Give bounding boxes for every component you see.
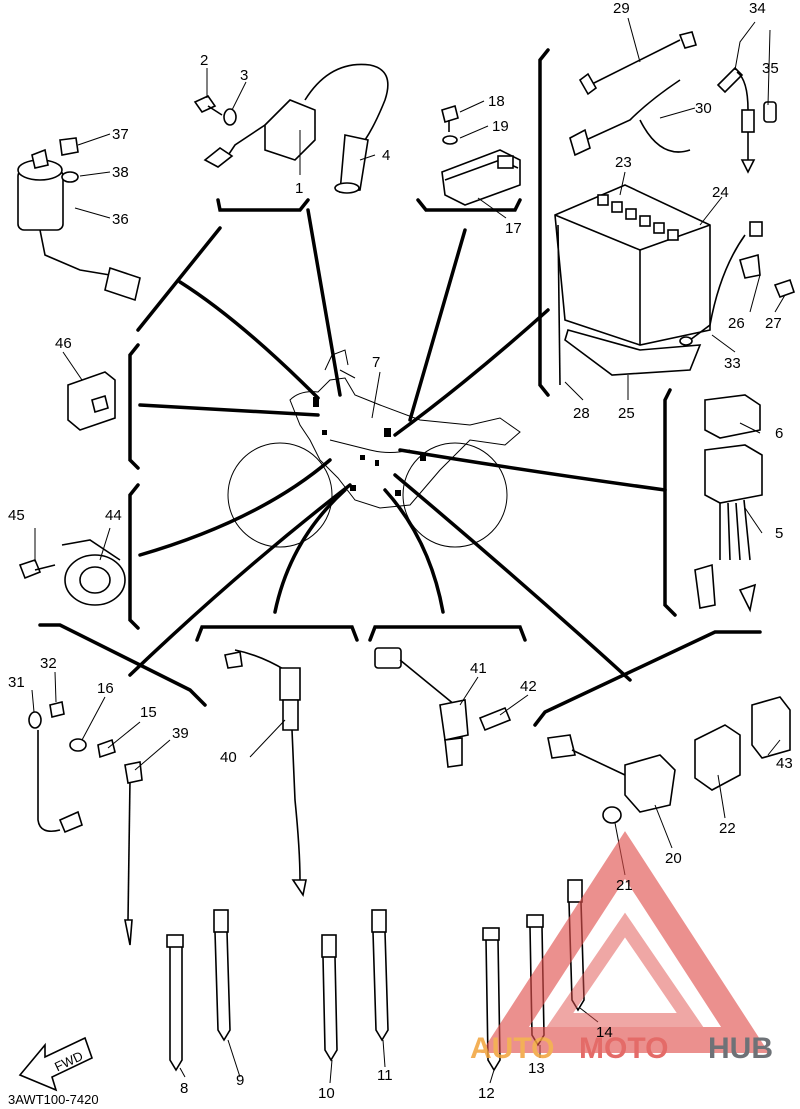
- leader-lines: [128, 208, 667, 682]
- part-label-45: 45: [8, 507, 25, 524]
- watermark-text-moto: MOTO: [579, 1032, 668, 1065]
- part-label-2: 2: [200, 52, 208, 69]
- part-label-31: 31: [8, 674, 25, 691]
- part-label-36: 36: [112, 211, 129, 228]
- part-label-25: 25: [618, 405, 635, 422]
- bolt-2: [193, 94, 223, 116]
- part-label-5: 5: [775, 525, 783, 542]
- diagram-code: 3AWT100-7420: [8, 1092, 99, 1107]
- part-label-22: 22: [719, 820, 736, 837]
- part-label-13: 13: [528, 1060, 545, 1077]
- part-label-14: 14: [596, 1024, 613, 1041]
- switch-40: [224, 649, 307, 898]
- group-frames: [38, 48, 762, 727]
- part-label-12: 12: [478, 1085, 495, 1102]
- part-label-6: 6: [775, 425, 783, 442]
- rectifier-5: [694, 394, 763, 613]
- part-label-28: 28: [573, 405, 590, 422]
- part-label-20: 20: [665, 850, 682, 867]
- relay-46: [67, 371, 116, 431]
- part-label-27: 27: [765, 315, 782, 332]
- part-label-17: 17: [505, 220, 522, 237]
- part-label-41: 41: [470, 660, 487, 677]
- sensor-group-left: [28, 701, 143, 946]
- part-label-30: 30: [695, 100, 712, 117]
- ignition-coil: [203, 63, 389, 194]
- part-label-10: 10: [318, 1085, 335, 1102]
- part-label-9: 9: [236, 1072, 244, 1089]
- part-label-1: 1: [295, 180, 303, 197]
- part-label-35: 35: [762, 60, 779, 77]
- part-label-19: 19: [492, 118, 509, 135]
- part-label-26: 26: [728, 315, 745, 332]
- part-label-33: 33: [724, 355, 741, 372]
- part-label-43: 43: [776, 755, 793, 772]
- part-label-39: 39: [172, 725, 189, 742]
- part-label-34: 34: [749, 0, 766, 17]
- fwd-arrow-icon: FWD: [18, 1036, 93, 1092]
- part-label-32: 32: [40, 655, 57, 672]
- watermark-logo: AUTO MOTO HUB: [470, 831, 773, 1065]
- part-labels: 1 2 3 4 5 6 7 8 9 10 11 12 13 14 15 16 1…: [8, 0, 793, 1102]
- part-label-4: 4: [382, 147, 390, 164]
- part-label-38: 38: [112, 164, 129, 181]
- part-label-18: 18: [488, 93, 505, 110]
- part-label-24: 24: [712, 184, 729, 201]
- horn-44: [18, 539, 126, 606]
- starter-relay-20: [547, 696, 791, 824]
- part-label-40: 40: [220, 749, 237, 766]
- battery-23: [554, 184, 711, 386]
- motorcycle-outline: [227, 349, 521, 548]
- part-label-46: 46: [55, 335, 72, 352]
- part-label-16: 16: [97, 680, 114, 697]
- part-label-8: 8: [180, 1080, 188, 1097]
- part-label-15: 15: [140, 704, 157, 721]
- part-label-21: 21: [616, 877, 633, 894]
- regulator-17: [441, 104, 521, 206]
- part-label-11: 11: [377, 1067, 393, 1084]
- lead-34: [716, 66, 777, 174]
- watermark-text-auto: AUTO: [470, 1032, 554, 1065]
- part-label-42: 42: [520, 678, 537, 695]
- part-label-44: 44: [105, 507, 122, 524]
- part-label-29: 29: [613, 0, 630, 17]
- washer-3: [223, 108, 237, 126]
- part-label-7: 7: [372, 354, 380, 371]
- main-switch-36: [17, 137, 141, 302]
- sensor-41: [374, 647, 512, 768]
- part-label-3: 3: [240, 67, 248, 84]
- watermark-text-hub: HUB: [708, 1032, 773, 1065]
- part-label-37: 37: [112, 126, 129, 143]
- part-label-23: 23: [615, 154, 632, 171]
